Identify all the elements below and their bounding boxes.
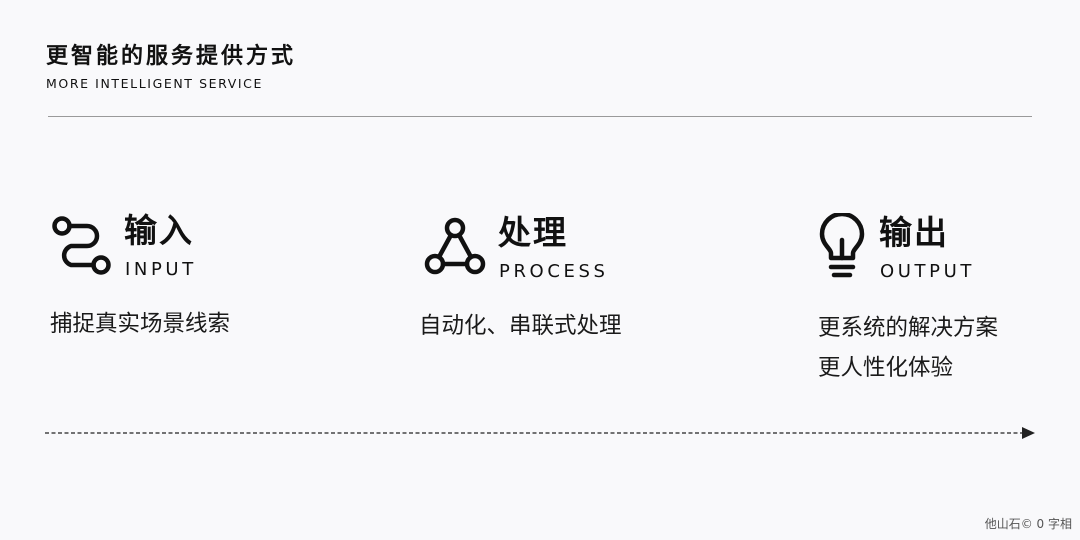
step-input-subtitle: INPUT [125, 259, 197, 280]
flow-arrow [45, 427, 1035, 439]
header-divider [48, 116, 1032, 117]
step-output-description-line1: 更系统的解决方案 [818, 315, 999, 341]
lightbulb-icon [819, 213, 865, 278]
watermark: 他山石© 0 字相 [984, 517, 1072, 531]
step-input-title: 输入 [124, 211, 194, 250]
step-process-description: 自动化、串联式处理 [419, 313, 622, 339]
step-output-description-line2: 更人性化体验 [818, 355, 954, 381]
step-output-title: 输出 [879, 213, 949, 252]
header-subtitle: MORE INTELLIGENT SERVICE [46, 76, 264, 91]
triangle-network-icon [424, 217, 486, 275]
header-title: 更智能的服务提供方式 [46, 44, 297, 69]
step-input-description: 捕捉真实场景线索 [50, 311, 231, 337]
step-process-title: 处理 [498, 213, 568, 252]
step-output-subtitle: OUTPUT [880, 261, 975, 282]
path-nodes-icon [52, 216, 111, 275]
step-process-subtitle: PROCESS [499, 261, 609, 282]
